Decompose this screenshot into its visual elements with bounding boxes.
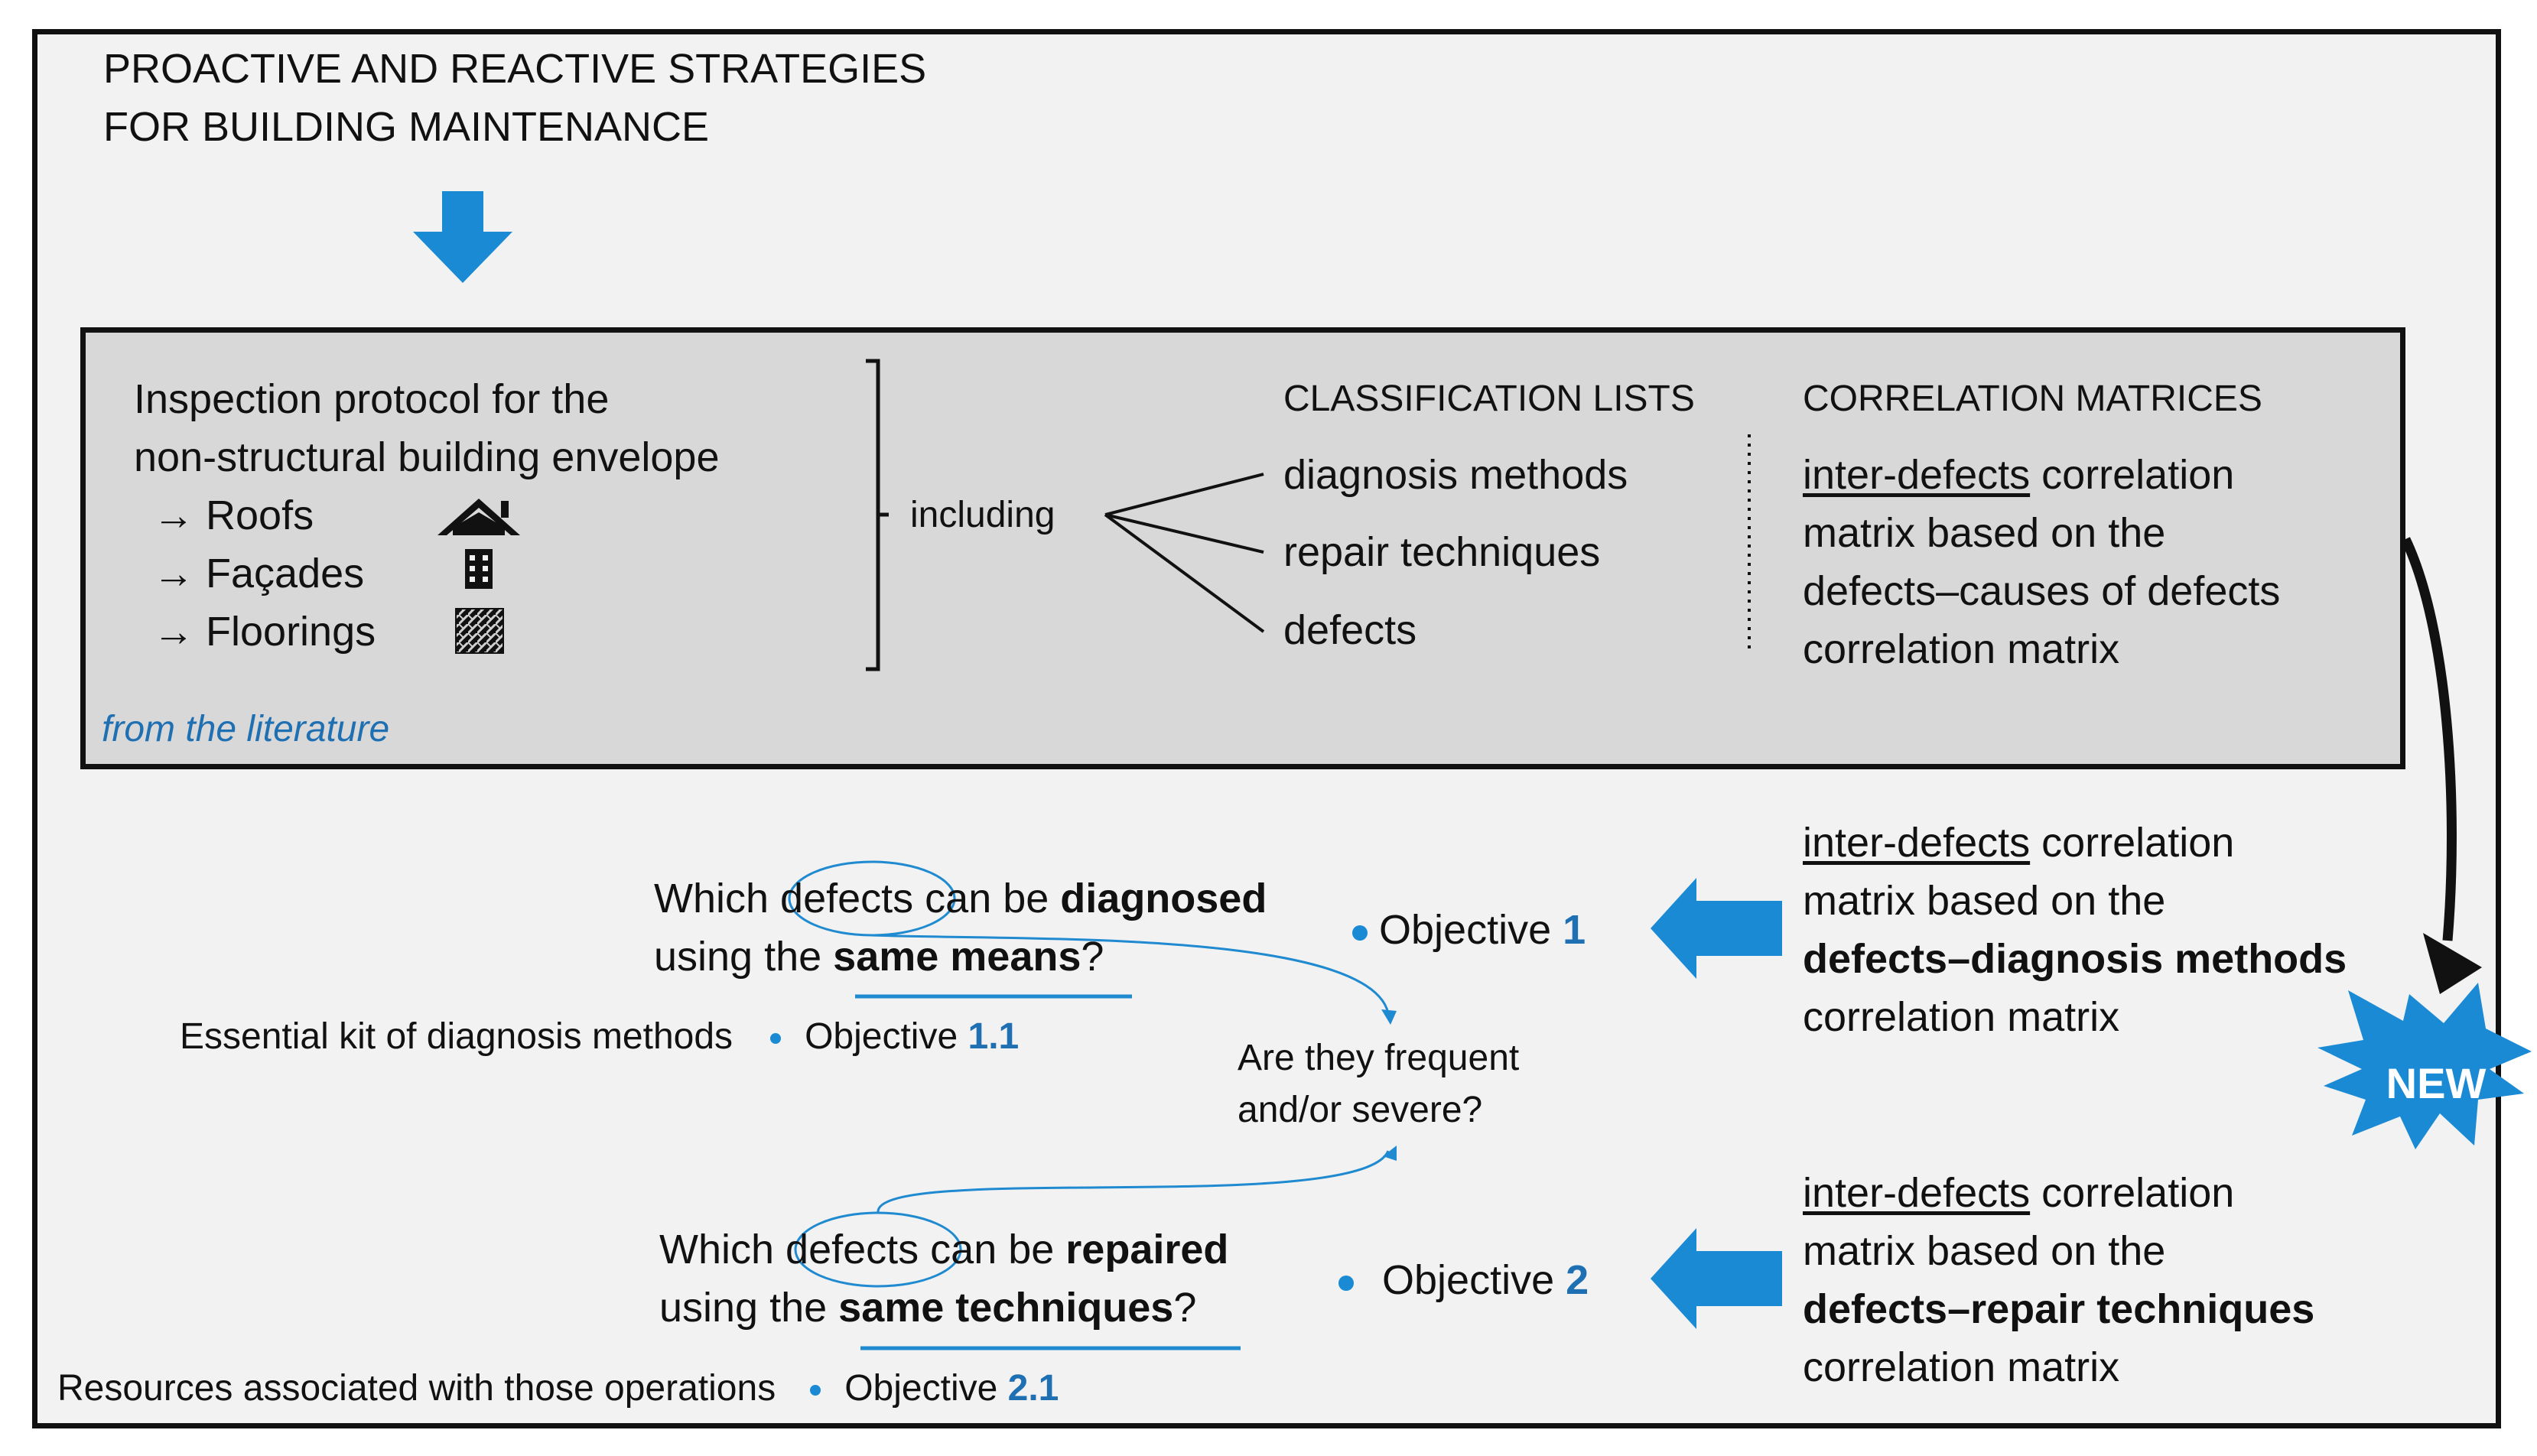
frequent-line-2: and/or severe? bbox=[1238, 1090, 1483, 1130]
essential-kit-text: Essential kit of diagnosis methods bbox=[180, 1016, 733, 1057]
protocol-item-facades: → Façades bbox=[153, 544, 364, 603]
correlation-word: correlation bbox=[2030, 820, 2235, 866]
objective-word: Objective bbox=[1382, 1257, 1566, 1303]
curved-arrow-to-new bbox=[2401, 537, 2457, 941]
objective-1-label: Objective 1 bbox=[1352, 901, 1586, 959]
q-defects: defects bbox=[785, 1227, 919, 1272]
including-label: including bbox=[910, 495, 1055, 535]
correlation-matrix-text: correlation matrix bbox=[1803, 1344, 2120, 1390]
q-same-means: same means bbox=[833, 934, 1081, 980]
objective-word: Objective bbox=[1379, 907, 1563, 953]
frequent-line-1: Are they frequent bbox=[1238, 1038, 1520, 1078]
resources-text: Resources associated with those operatio… bbox=[57, 1368, 776, 1409]
item-label: Façades bbox=[206, 551, 365, 596]
q-which: Which bbox=[654, 876, 781, 921]
correlation-word: correlation bbox=[2030, 1170, 2235, 1216]
objective-bullet-icon bbox=[1338, 1275, 1354, 1291]
matrix-based-text: matrix based on the bbox=[1803, 878, 2166, 924]
q-end: ? bbox=[1173, 1285, 1197, 1331]
building-icon bbox=[465, 549, 493, 589]
left-arrow-objective-1 bbox=[1651, 878, 1782, 979]
protocol-item-roofs: → Roofs bbox=[153, 486, 314, 544]
classification-heading: CLASSIFICATION LISTS bbox=[1283, 379, 1695, 419]
classification-item-diagnosis-methods: diagnosis methods bbox=[1283, 452, 1628, 498]
correlation-heading: CORRELATION MATRICES bbox=[1803, 379, 2262, 419]
objective-word: Objective bbox=[844, 1368, 1008, 1409]
matrix-based-text: matrix based on the bbox=[1803, 1228, 2166, 1274]
frequent-severe-question: Are they frequent and/or severe? bbox=[1238, 1032, 1519, 1136]
q-end: ? bbox=[1081, 934, 1104, 980]
connector-to-question bbox=[871, 934, 1390, 1014]
flooring-pattern-icon bbox=[455, 608, 504, 654]
protocol-line-1: Inspection protocol for the bbox=[134, 376, 610, 422]
q-diagnosed: diagnosed bbox=[1060, 876, 1267, 921]
correlation-matrix-text: correlation matrix bbox=[1803, 994, 2120, 1040]
inter-defects-label: inter-defects bbox=[1803, 1170, 2031, 1216]
correlation-word: correlation bbox=[2030, 452, 2235, 498]
house-icon bbox=[437, 499, 520, 535]
objective-bullet-icon bbox=[769, 1033, 781, 1045]
defects-repair-techniques-text: defects–repair techniques bbox=[1803, 1286, 2315, 1332]
inter-defects-label: inter-defects bbox=[1803, 820, 2031, 866]
q-using: using the bbox=[659, 1285, 839, 1331]
arrow-icon: → bbox=[153, 492, 194, 538]
defects-diagnosis-methods-text: defects–diagnosis methods bbox=[1803, 936, 2347, 982]
new-badge-star bbox=[2317, 983, 2532, 1149]
item-label: Roofs bbox=[206, 492, 314, 538]
page-title: PROACTIVE AND REACTIVE STRATEGIES FOR BU… bbox=[103, 40, 926, 156]
objective-bullet-icon bbox=[1352, 925, 1368, 941]
inter-defects-label: inter-defects bbox=[1803, 452, 2031, 498]
correlation-matrix-text: correlation matrix bbox=[1803, 626, 2120, 672]
objective-2-1-row: Resources associated with those operatio… bbox=[57, 1363, 1059, 1415]
objective-1-1-row: Essential kit of diagnosis methods Objec… bbox=[180, 1011, 1019, 1063]
matrix-based-text: matrix based on the bbox=[1803, 510, 2166, 556]
objective-2-question: Which defects can be repaired using the … bbox=[659, 1220, 1228, 1337]
connector-from-question bbox=[877, 1150, 1390, 1214]
q-same-techniques: same techniques bbox=[838, 1285, 1174, 1331]
fan-lines bbox=[1104, 473, 1265, 633]
objective-word: Objective bbox=[805, 1016, 968, 1057]
correlation-mid-block: inter-defects correlation matrix based o… bbox=[1803, 814, 2347, 1046]
q-can-be: can be bbox=[913, 876, 1061, 921]
objective-number: 1 bbox=[1563, 907, 1586, 953]
protocol-description: Inspection protocol for the non-structur… bbox=[134, 370, 720, 486]
bracket-shape bbox=[866, 359, 889, 671]
correlation-top-block: inter-defects correlation matrix based o… bbox=[1803, 446, 2280, 678]
title-line-2: FOR BUILDING MAINTENANCE bbox=[103, 104, 710, 150]
item-label: Floorings bbox=[206, 609, 376, 655]
objective-1-question: Which defects can be diagnosed using the… bbox=[654, 869, 1267, 986]
q-which: Which bbox=[659, 1227, 786, 1272]
q-using: using the bbox=[654, 934, 834, 980]
objective-number: 1.1 bbox=[968, 1016, 1020, 1057]
q-can-be: can be bbox=[919, 1227, 1066, 1272]
objective-number: 2.1 bbox=[1007, 1368, 1059, 1409]
connector-arrowhead-1 bbox=[1381, 1009, 1397, 1025]
down-arrow-icon bbox=[413, 191, 512, 283]
correlation-bottom-block: inter-defects correlation matrix based o… bbox=[1803, 1164, 2314, 1396]
title-line-1: PROACTIVE AND REACTIVE STRATEGIES bbox=[103, 46, 927, 92]
causes-of-defects-text: defects–causes of defects bbox=[1803, 568, 2281, 614]
new-badge-label: NEW bbox=[2386, 1059, 2487, 1107]
connector-arrowhead-2 bbox=[1383, 1146, 1397, 1161]
q-repaired: repaired bbox=[1065, 1227, 1229, 1272]
classification-item-repair-techniques: repair techniques bbox=[1283, 529, 1601, 575]
protocol-item-floorings: → Floorings bbox=[153, 603, 376, 661]
objective-bullet-icon bbox=[809, 1385, 821, 1396]
curved-arrow-head bbox=[2423, 933, 2482, 994]
arrow-icon: → bbox=[153, 551, 194, 596]
protocol-line-2: non-structural building envelope bbox=[134, 434, 720, 480]
arrow-icon: → bbox=[153, 609, 194, 655]
left-arrow-objective-2 bbox=[1651, 1228, 1782, 1329]
objective-number: 2 bbox=[1566, 1257, 1589, 1303]
q-defects: defects bbox=[780, 876, 914, 921]
classification-item-defects: defects bbox=[1283, 607, 1417, 653]
literature-source: from the literature bbox=[102, 709, 390, 749]
objective-2-label: Objective 2 bbox=[1338, 1251, 1589, 1309]
